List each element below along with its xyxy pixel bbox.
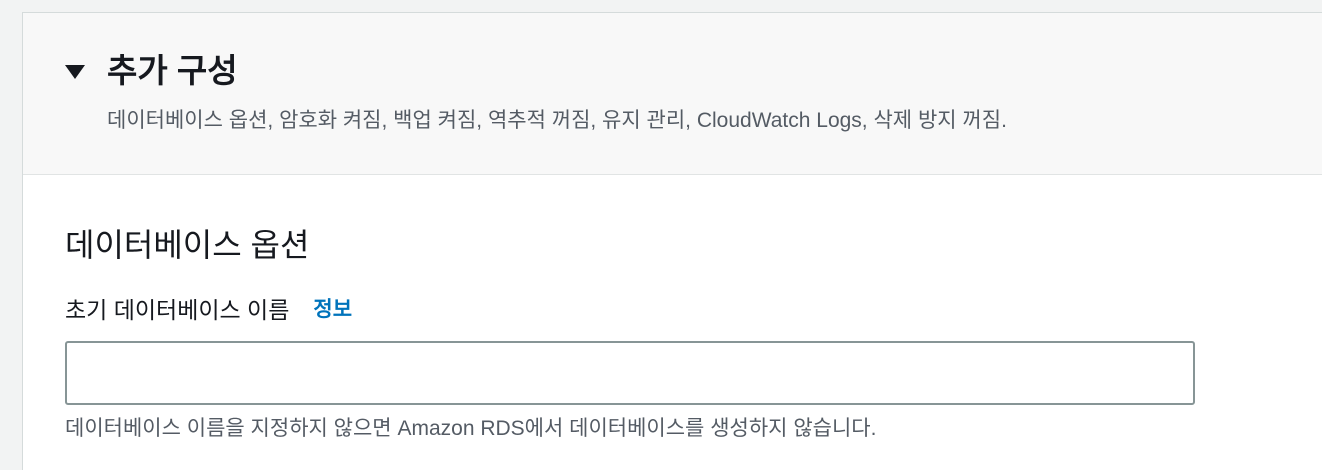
initial-db-name-label-row: 초기 데이터베이스 이름 정보	[65, 295, 352, 325]
initial-db-name-label: 초기 데이터베이스 이름	[65, 297, 290, 323]
initial-db-name-input[interactable]	[65, 341, 1195, 405]
initial-db-name-hint: 데이터베이스 이름을 지정하지 않으면 Amazon RDS에서 데이터베이스를…	[65, 417, 877, 440]
additional-config-expander[interactable]: 추가 구성 데이터베이스 옵션, 암호화 켜짐, 백업 켜짐, 역추적 꺼짐, …	[23, 13, 1322, 175]
additional-config-title[interactable]: 추가 구성	[107, 52, 238, 89]
caret-down-icon[interactable]	[65, 65, 85, 79]
additional-config-description: 데이터베이스 옵션, 암호화 켜짐, 백업 켜짐, 역추적 꺼짐, 유지 관리,…	[107, 109, 1007, 132]
database-options-heading: 데이터베이스 옵션	[65, 227, 310, 263]
additional-config-panel: 추가 구성 데이터베이스 옵션, 암호화 켜짐, 백업 켜짐, 역추적 꺼짐, …	[22, 12, 1322, 470]
info-link[interactable]: 정보	[313, 298, 353, 321]
